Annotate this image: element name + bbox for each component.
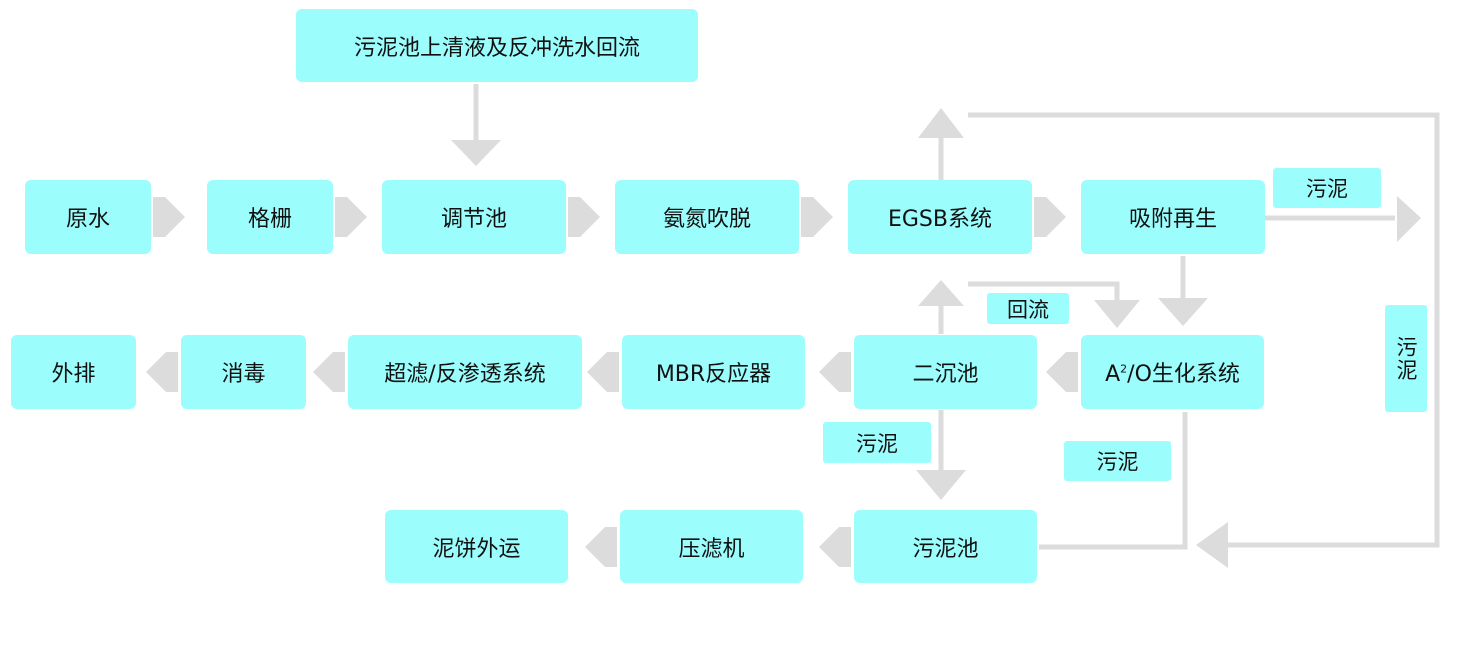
node-uf-ro-label: 超滤/反渗透系统 (384, 362, 546, 387)
node-disinfection: 消毒 (181, 335, 306, 409)
connector-top-loop (968, 112, 1440, 548)
arrow-raw-grille (153, 197, 185, 237)
arrow-disinfect-discharge (146, 352, 178, 392)
node-sludge-tank: 污泥池 (854, 510, 1037, 583)
node-equalization: 调节池 (382, 180, 566, 254)
label-sludge-top: 污泥 (1273, 168, 1381, 208)
connector-recirc-loop (968, 281, 1120, 300)
label-sludge-ao: 污泥 (1064, 441, 1171, 481)
node-sludge-tank-label: 污泥池 (912, 536, 979, 562)
node-cake-transport-label: 泥饼外运 (432, 536, 521, 562)
arrow-mbr-ufro (587, 352, 619, 392)
connector-ao-sludge (1039, 412, 1188, 550)
node-cake-transport: 泥饼外运 (385, 510, 568, 583)
node-filter-press-label: 压滤机 (678, 536, 745, 562)
node-ammonia-stripping: 氨氮吹脱 (615, 180, 799, 254)
node-adsorption: 吸附再生 (1081, 180, 1265, 254)
node-mbr-label: MBR反应器 (655, 362, 772, 387)
node-disinfection-label: 消毒 (221, 362, 266, 387)
node-egsb-label: EGSB系统 (887, 207, 992, 232)
arrow-down-ao (1158, 298, 1208, 326)
label-sludge-mid-text: 污泥 (856, 431, 898, 456)
node-raw-water: 原水 (25, 180, 151, 254)
arrow-up-clarifier (918, 280, 964, 306)
node-raw-water-label: 原水 (65, 207, 110, 232)
arrow-press-cake (585, 527, 617, 567)
node-return-flow: 污泥池上清液及反冲洗水回流 (296, 9, 698, 82)
label-sludge-top-text: 污泥 (1306, 177, 1348, 201)
node-equalization-label: 调节池 (440, 207, 507, 232)
arrow-clarifier-mbr (819, 352, 851, 392)
node-return-flow-label: 污泥池上清液及反冲洗水回流 (353, 35, 640, 61)
node-grille: 格栅 (207, 180, 333, 254)
arrow-ammonia-egsb (801, 197, 833, 237)
node-ammonia-stripping-label: 氨氮吹脱 (662, 207, 751, 232)
label-sludge-right: 污泥 (1385, 305, 1427, 412)
node-discharge-label: 外排 (51, 362, 96, 387)
arrow-into-sludge-right (1196, 522, 1228, 568)
label-sludge-right-text: 污泥 (1394, 335, 1418, 382)
label-sludge-mid: 污泥 (823, 422, 931, 463)
node-secondary-clarifier: 二沉池 (854, 335, 1037, 409)
node-secondary-clarifier-label: 二沉池 (912, 362, 979, 387)
node-ao-system: A2/O生化系统 (1081, 335, 1264, 409)
node-grille-label: 格栅 (247, 207, 292, 232)
arrow-down-equal (451, 140, 501, 166)
label-sludge-ao-text: 污泥 (1096, 450, 1139, 474)
arrow-equal-ammonia (568, 197, 600, 237)
node-filter-press: 压滤机 (620, 510, 803, 583)
node-ao-system-label: A2/O生化系统 (1105, 356, 1240, 388)
node-ao-superscript: 2 (1120, 362, 1128, 376)
arrow-up-egsb (918, 108, 964, 138)
node-egsb: EGSB系统 (848, 180, 1032, 254)
arrow-egsb-adsorb (1034, 197, 1066, 237)
arrow-ao-clarifier (1046, 352, 1078, 392)
node-uf-ro: 超滤/反渗透系统 (348, 335, 582, 409)
arrow-grille-equal (335, 197, 367, 237)
arrow-sludge-press (819, 527, 851, 567)
node-adsorption-label: 吸附再生 (1128, 207, 1217, 232)
label-recirculation-text: 回流 (1007, 297, 1049, 322)
node-ao-suffix: /O生化系统 (1127, 362, 1240, 387)
arrow-ufro-disinfect (313, 352, 345, 392)
node-ao-prefix: A (1105, 362, 1121, 387)
node-mbr: MBR反应器 (622, 335, 805, 409)
arrow-adsorb-sludge (1397, 196, 1421, 242)
arrow-down-ao-recirc (1094, 300, 1140, 328)
arrow-down-sludge (916, 470, 966, 500)
node-discharge: 外排 (11, 335, 136, 409)
label-recirculation: 回流 (987, 293, 1069, 324)
